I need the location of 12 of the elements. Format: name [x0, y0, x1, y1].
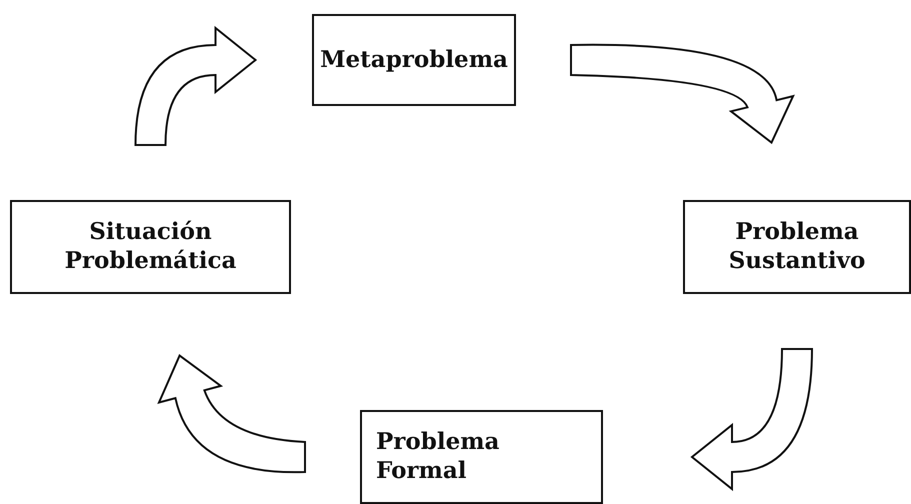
concept-box: [10, 200, 291, 294]
curved-arrow: [158, 354, 306, 474]
concept-box: [312, 14, 516, 106]
box-label: Situación Problemática: [64, 218, 238, 276]
curved-arrow: [134, 27, 256, 146]
box-label: Problema Formal: [376, 428, 500, 486]
curved-arrow: [691, 348, 813, 490]
concept-box: [360, 410, 603, 504]
concept-box: [683, 200, 911, 294]
box-label: Metaproblema: [320, 46, 508, 74]
box-label: Problema Sustantivo: [728, 218, 866, 276]
curved-arrow: [570, 44, 794, 144]
